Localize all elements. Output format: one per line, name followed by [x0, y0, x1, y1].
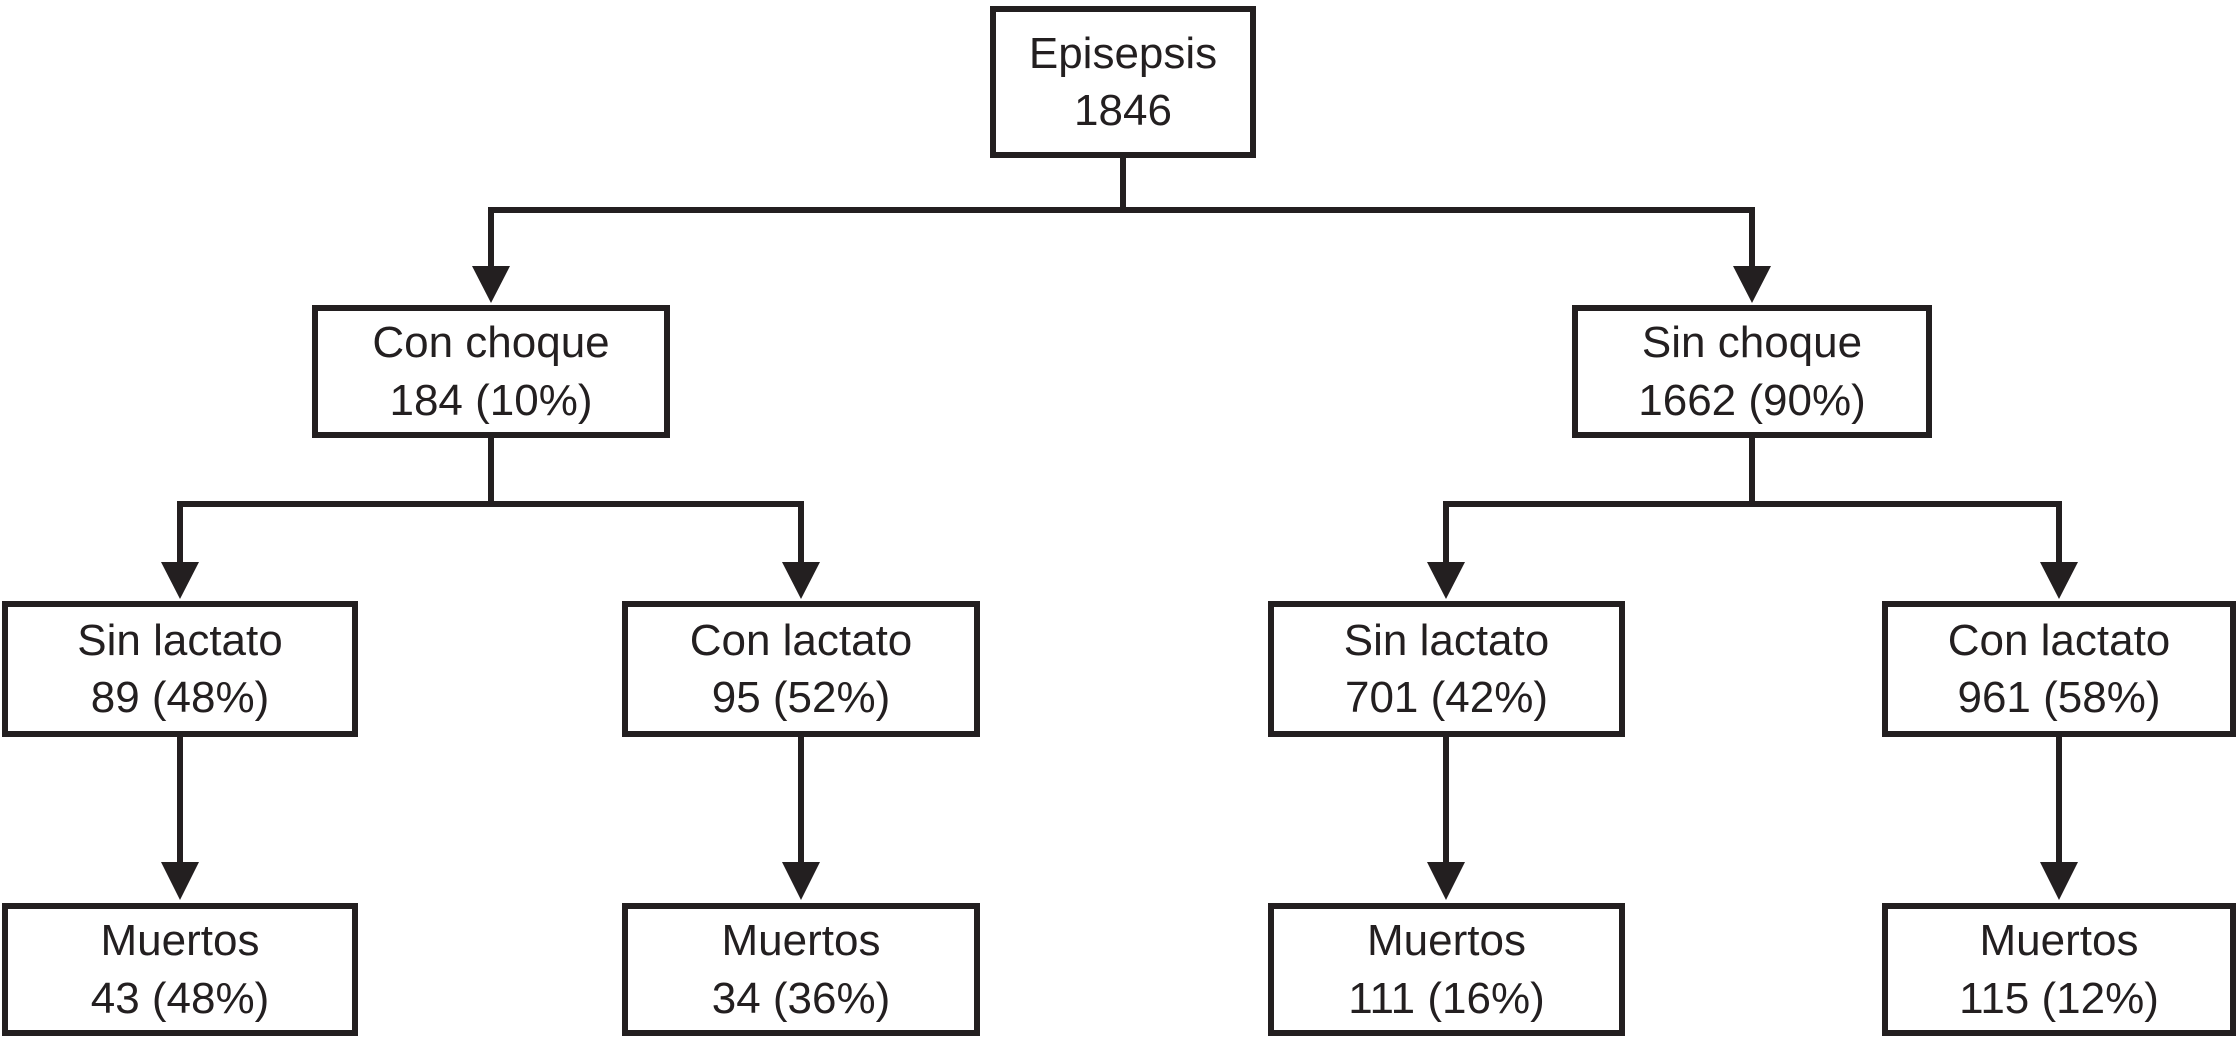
node-muertos-choque-con-lactato: Muertos 34 (36%) — [622, 903, 980, 1036]
arrow-down-icon — [782, 862, 820, 900]
arrow-down-icon — [1733, 266, 1771, 303]
arrow-down-icon — [782, 562, 820, 599]
connector-conchoque-to-level3 — [177, 501, 804, 564]
arrow-down-icon — [1427, 562, 1465, 599]
arrow-down-icon — [1427, 862, 1465, 900]
arrow-down-icon — [2040, 862, 2078, 900]
node-muertos-sinchoque-con-lactato: Muertos 115 (12%) — [1882, 903, 2236, 1036]
node-sinchoque-con-lactato: Con lactato 961 (58%) — [1882, 601, 2236, 737]
node-value: 184 (10%) — [389, 375, 593, 425]
node-value: 95 (52%) — [711, 673, 891, 722]
node-label: Muertos — [1367, 916, 1526, 966]
node-choque-con-lactato: Con lactato 95 (52%) — [622, 601, 980, 737]
connector-root-to-level2 — [488, 207, 1755, 268]
node-value: 89 (48%) — [90, 673, 270, 722]
node-label: Con choque — [372, 318, 610, 368]
arrow-down-icon — [161, 562, 199, 599]
node-label: Con lactato — [1947, 615, 2171, 665]
connector-sinchoque-to-level3 — [1443, 501, 2062, 564]
arrow-down-icon — [2040, 562, 2078, 599]
node-label: Con lactato — [689, 615, 913, 665]
node-value: 1846 — [1074, 86, 1172, 135]
node-label: Sin lactato — [1343, 615, 1550, 665]
node-label: Sin lactato — [77, 615, 283, 665]
node-choque-sin-lactato: Sin lactato 89 (48%) — [2, 601, 358, 737]
node-value: 1662 (90%) — [1638, 375, 1866, 425]
node-value: 111 (16%) — [1348, 973, 1545, 1023]
node-sinchoque-sin-lactato: Sin lactato 701 (42%) — [1268, 601, 1625, 737]
node-value: 43 (48%) — [90, 973, 270, 1023]
node-muertos-sinchoque-sin-lactato: Muertos 111 (16%) — [1268, 903, 1625, 1036]
node-value: 961 (58%) — [1957, 673, 2161, 722]
node-value: 115 (12%) — [1959, 973, 2159, 1023]
node-sin-choque: Sin choque 1662 (90%) — [1572, 305, 1932, 438]
node-label: Muertos — [100, 916, 260, 966]
arrow-down-icon — [472, 266, 510, 303]
node-label: Episepsis — [1028, 28, 1218, 78]
node-label: Sin choque — [1641, 318, 1863, 368]
node-episepsis: Episepsis 1846 — [990, 6, 1256, 158]
node-value: 34 (36%) — [711, 973, 891, 1023]
node-label: Muertos — [721, 916, 881, 966]
node-label: Muertos — [1979, 916, 2139, 966]
node-con-choque: Con choque 184 (10%) — [312, 305, 670, 438]
node-muertos-choque-sin-lactato: Muertos 43 (48%) — [2, 903, 358, 1036]
node-value: 701 (42%) — [1344, 673, 1548, 722]
arrow-down-icon — [161, 862, 199, 900]
